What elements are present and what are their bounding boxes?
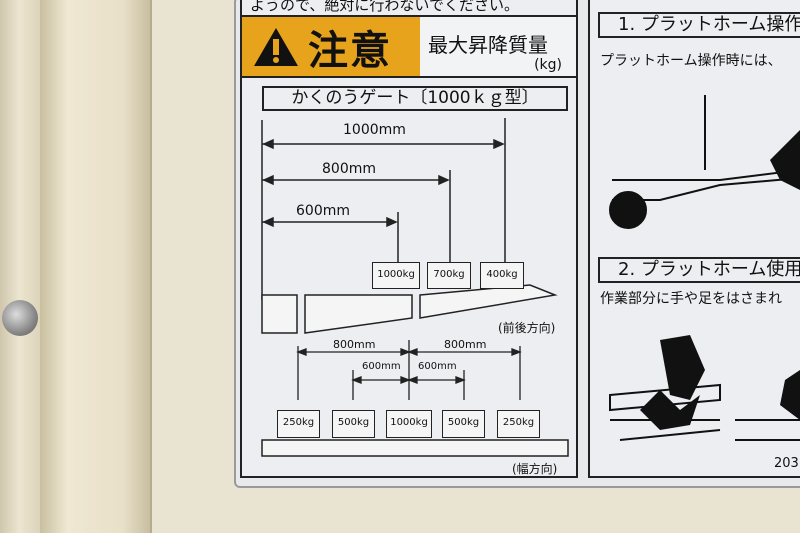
max-load-label: 最大昇降質量 (kg) [420,15,578,78]
weight-box: 700kg [427,262,471,289]
distance-label: 800mm [444,338,487,351]
weight-box: 250kg [277,410,320,438]
label-code: 203 [774,456,799,471]
max-load-title: 最大昇降質量 [428,33,548,57]
weight-box: 500kg [442,410,485,438]
warning-triangle-icon [254,27,298,66]
section-1-text: プラットホーム操作時には、 [600,53,782,69]
direction-label: (幅方向) [512,462,558,476]
weight-box: 1000kg [372,262,420,289]
weight-box: 400kg [480,262,524,289]
section-2-text: 作業部分に手や足をはさまれ [600,291,782,307]
distance-label: 600mm [362,361,401,372]
caution-word: 注意 [308,27,392,74]
section-2-heading: 2. プラットホーム使用 [598,257,800,283]
bolt-head [2,300,38,336]
distance-label: 600mm [296,203,350,219]
weight-box: 250kg [497,410,540,438]
distance-label: 600mm [418,361,457,372]
direction-label: (前後方向) [498,321,556,335]
distance-label: 800mm [333,338,376,351]
distance-label: 1000mm [343,122,406,138]
gate-type-title: かくのうゲート〔1000ｋｇ型〕 [262,86,568,111]
weight-box: 500kg [332,410,375,438]
instructions-panel [588,0,800,478]
weight-box: 1000kg [386,410,432,438]
section-1-heading: 1. プラットホーム操作 [598,12,800,38]
top-warning-text: ようので、絶対に行わないでください。 [250,0,519,14]
door-post [40,0,152,533]
max-load-unit: (kg) [534,57,562,73]
distance-label: 800mm [322,161,376,177]
